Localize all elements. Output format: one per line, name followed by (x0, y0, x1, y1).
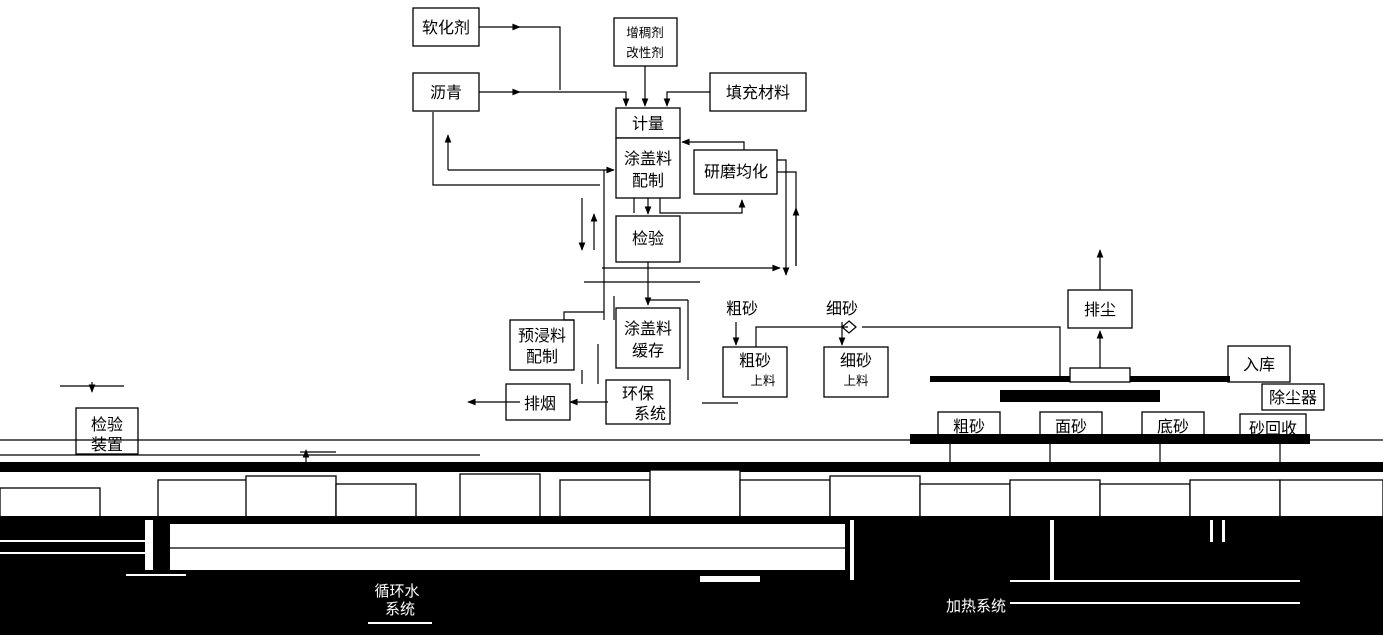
fine-sand-feed-label-1: 细砂 (840, 351, 872, 370)
coating-prep-box: 涂盖料 配制 (615, 137, 681, 199)
grinding-box: 研磨均化 (693, 149, 778, 195)
coating-prep-label-1: 涂盖料 (624, 149, 672, 168)
asphalt-label: 沥青 (430, 83, 462, 102)
bottom-band: 循环水 系统 加热系统 (0, 520, 1383, 635)
thickener-label-2: 改性剂 (626, 45, 664, 60)
inspect-device-label-1: 检验 (91, 415, 123, 434)
dust-collector-box: 除尘器 (1261, 383, 1325, 411)
dust-collector-label: 除尘器 (1269, 388, 1317, 407)
warehousing-box: 入库 (1227, 345, 1291, 383)
fine-sand-feed-label-2: 上料 (843, 373, 869, 388)
presoak-prep-box: 预浸料 配制 (509, 319, 575, 371)
metering-box: 计量 (615, 107, 681, 139)
coating-buffer-label-2: 缓存 (632, 341, 664, 360)
filler-box: 填充材料 (709, 72, 807, 112)
inspection-label: 检验 (632, 229, 664, 248)
fine-sand-label: 细砂 (826, 299, 858, 318)
grinding-label: 研磨均化 (704, 162, 768, 181)
dust-exhaust-label: 排尘 (1084, 300, 1116, 319)
coating-buffer-label-1: 涂盖料 (624, 319, 672, 338)
filler-label: 填充材料 (726, 83, 790, 102)
env-system-box: 环保 系统 (605, 379, 671, 425)
inspection-box: 检验 (615, 215, 681, 263)
fine-sand-feed-box: 细砂 上料 (823, 346, 889, 398)
env-system-label-2: 系统 (634, 404, 666, 423)
coating-buffer-box: 涂盖料 缓存 (615, 307, 681, 369)
bottom-sand-bin-label: 底砂 (1157, 417, 1189, 436)
softener-label: 软化剂 (422, 18, 470, 37)
face-sand-bin-label: 面砂 (1055, 417, 1087, 436)
metering-label: 计量 (632, 114, 664, 133)
coarse-sand-label: 粗砂 (726, 299, 758, 318)
exhaust-smoke-label: 排烟 (524, 394, 556, 413)
thickener-box: 增稠剂 改性剂 (613, 17, 678, 67)
dust-exhaust-box: 排尘 (1067, 289, 1133, 329)
warehousing-label: 入库 (1243, 355, 1275, 374)
fragment-layer (0, 367, 1383, 472)
softener-box: 软化剂 (412, 7, 480, 47)
inspect-device-label-2: 装置 (91, 435, 123, 454)
coating-prep-label-2: 配制 (632, 171, 664, 190)
coarse-sand-feed-label-2: 上料 (750, 373, 776, 388)
inspect-device-box: 检验 装置 (75, 407, 139, 455)
circulating-water-label-1: 循环水 (374, 582, 419, 600)
heating-system-label: 加热系统 (946, 597, 1006, 615)
circulating-water-label-2: 系统 (385, 600, 415, 618)
thickener-label-1: 增稠剂 (626, 25, 664, 40)
presoak-prep-label-1: 预浸料 (518, 326, 566, 345)
lower-equipment-row (0, 469, 1383, 520)
env-system-label-1: 环保 (622, 384, 654, 403)
asphalt-box: 沥青 (412, 72, 480, 112)
presoak-prep-label-2: 配制 (526, 347, 558, 366)
coarse-sand-bin-label: 粗砂 (953, 417, 985, 436)
coarse-sand-feed-box: 粗砂 上料 (722, 346, 788, 398)
sand-recovery-label: 砂回收 (1249, 419, 1297, 438)
coarse-sand-feed-label-1: 粗砂 (739, 351, 771, 370)
